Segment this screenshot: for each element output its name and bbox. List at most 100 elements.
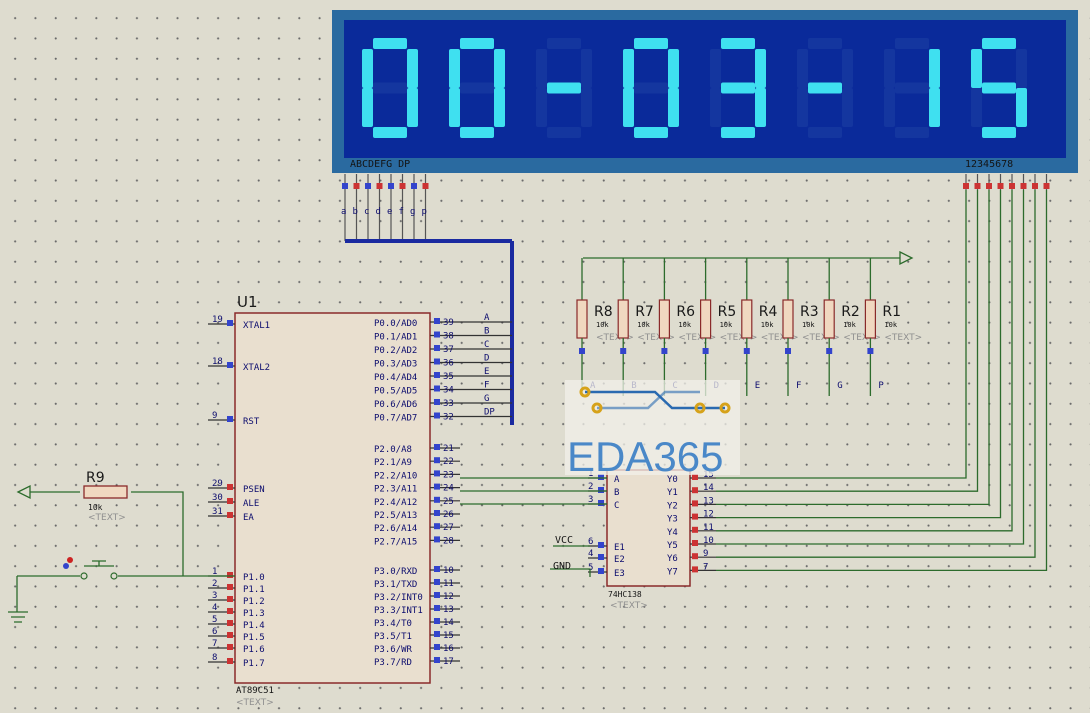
seg-pin-letter: f	[399, 207, 404, 217]
svg-text:P1.6: P1.6	[243, 645, 265, 655]
segment-f	[971, 49, 982, 88]
svg-text:10: 10	[703, 536, 714, 546]
mcu-pin-p1-5: 6P1.5	[208, 627, 265, 643]
segment-c	[755, 88, 766, 127]
segment-e	[623, 88, 634, 127]
vcc-label: VCC	[555, 535, 573, 546]
svg-text:32: 32	[443, 413, 454, 423]
segment-c	[842, 88, 853, 127]
svg-text:10k: 10k	[720, 321, 733, 329]
segment-e	[536, 88, 547, 127]
svg-text:P2.1/A9: P2.1/A9	[374, 458, 412, 468]
segment-b	[1016, 49, 1027, 88]
segment-f	[536, 49, 547, 88]
mcu-ref: U1	[237, 293, 258, 311]
reset-circuit: R9 10k <TEXT>	[8, 470, 235, 623]
svg-text:7: 7	[703, 562, 708, 572]
mcu-part: AT89C51	[236, 686, 274, 696]
svg-text:33: 33	[443, 399, 454, 409]
svg-text:6: 6	[212, 627, 217, 637]
r9-value: 10k	[88, 503, 103, 512]
svg-text:R3: R3	[800, 304, 819, 320]
svg-text:P2.4/A12: P2.4/A12	[374, 498, 417, 508]
seven-segment-display[interactable]: ABCDEFG DP 12345678	[332, 10, 1078, 173]
ground-icon	[8, 576, 28, 623]
mcu-pin-p1-6: 7P1.6	[208, 639, 265, 655]
svg-text:P1.3: P1.3	[243, 609, 265, 619]
svg-text:1: 1	[212, 567, 217, 577]
svg-text:R7: R7	[635, 304, 654, 320]
mcu-pin-p1-7: 8P1.7	[208, 653, 265, 669]
seg-pin-letter: b	[353, 207, 358, 217]
svg-text:B: B	[484, 327, 489, 337]
mcu-text-tag: <TEXT>	[236, 698, 274, 708]
mcu-u1[interactable]: U1 AT89C51 <TEXT> 19XTAL118XTAL29RST29PS…	[208, 293, 512, 708]
svg-text:RST: RST	[243, 417, 260, 427]
svg-text:Y0: Y0	[667, 475, 678, 485]
segment-b	[755, 49, 766, 88]
svg-text:38: 38	[443, 332, 454, 342]
svg-text:P3.2/INT0: P3.2/INT0	[374, 593, 423, 603]
svg-text:P3.1/TXD: P3.1/TXD	[374, 580, 417, 590]
svg-text:8: 8	[212, 653, 217, 663]
display-digits	[362, 38, 1027, 138]
svg-text:G: G	[837, 381, 842, 391]
svg-text:7: 7	[212, 639, 217, 649]
svg-text:<TEXT>: <TEXT>	[596, 333, 634, 343]
segment-a	[982, 38, 1016, 49]
watermark-text: EDA365	[567, 433, 723, 480]
svg-text:35: 35	[443, 372, 454, 382]
segment-a	[460, 38, 494, 49]
svg-text:26: 26	[443, 510, 454, 520]
eda365-watermark: EDA365	[565, 380, 740, 480]
segment-f	[710, 49, 721, 88]
svg-text:XTAL2: XTAL2	[243, 363, 270, 373]
svg-text:12: 12	[443, 592, 454, 602]
mcu-pin-p1-3: 4P1.3	[208, 603, 265, 619]
svg-text:P2.0/A8: P2.0/A8	[374, 445, 412, 455]
svg-text:4: 4	[588, 549, 593, 559]
svg-text:19: 19	[212, 315, 223, 325]
svg-text:<TEXT>: <TEXT>	[884, 333, 922, 343]
digit-7	[971, 38, 1027, 138]
svg-text:15: 15	[443, 631, 454, 641]
gnd-label: GND	[553, 561, 571, 572]
svg-text:10k: 10k	[678, 321, 691, 329]
mcu-left-pins: 19XTAL118XTAL29RST29PSEN30ALE31EA1P1.02P…	[208, 315, 270, 669]
seg-pin-letter: g	[410, 207, 415, 217]
svg-text:P1.0: P1.0	[243, 573, 265, 583]
svg-text:XTAL1: XTAL1	[243, 321, 270, 331]
svg-text:F: F	[796, 381, 801, 391]
segment-c	[494, 88, 505, 127]
segment-g	[721, 82, 755, 94]
svg-text:3: 3	[588, 495, 593, 505]
segment-e	[971, 88, 982, 127]
svg-text:30: 30	[212, 493, 223, 503]
svg-text:<TEXT>: <TEXT>	[843, 333, 881, 343]
decoder-74hc138[interactable]: 74HC138 <TEXT> 1A2B3C6E14E25E3 15Y014Y11…	[550, 469, 716, 611]
svg-text:E2: E2	[614, 555, 625, 565]
svg-text:10k: 10k	[761, 321, 774, 329]
svg-text:<TEXT>: <TEXT>	[802, 333, 840, 343]
segment-e	[884, 88, 895, 127]
segment-f	[797, 49, 808, 88]
